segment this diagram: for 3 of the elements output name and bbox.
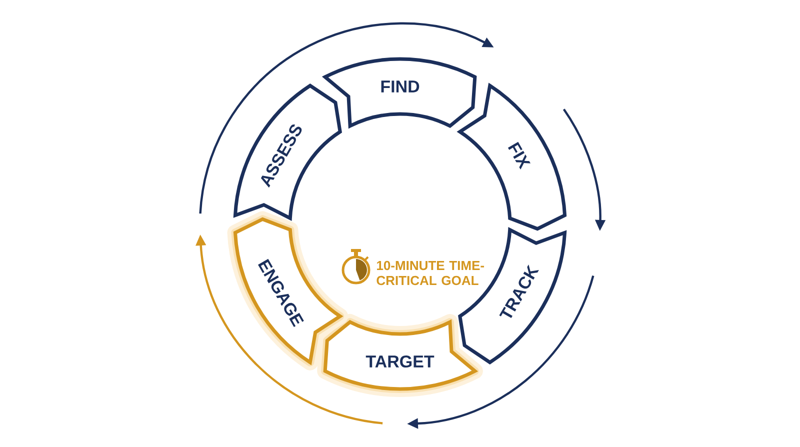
cycle-segment: TARGET (317, 314, 483, 397)
cycle-segment: FIND (323, 57, 477, 128)
cycle-segment: FIX (458, 84, 567, 231)
